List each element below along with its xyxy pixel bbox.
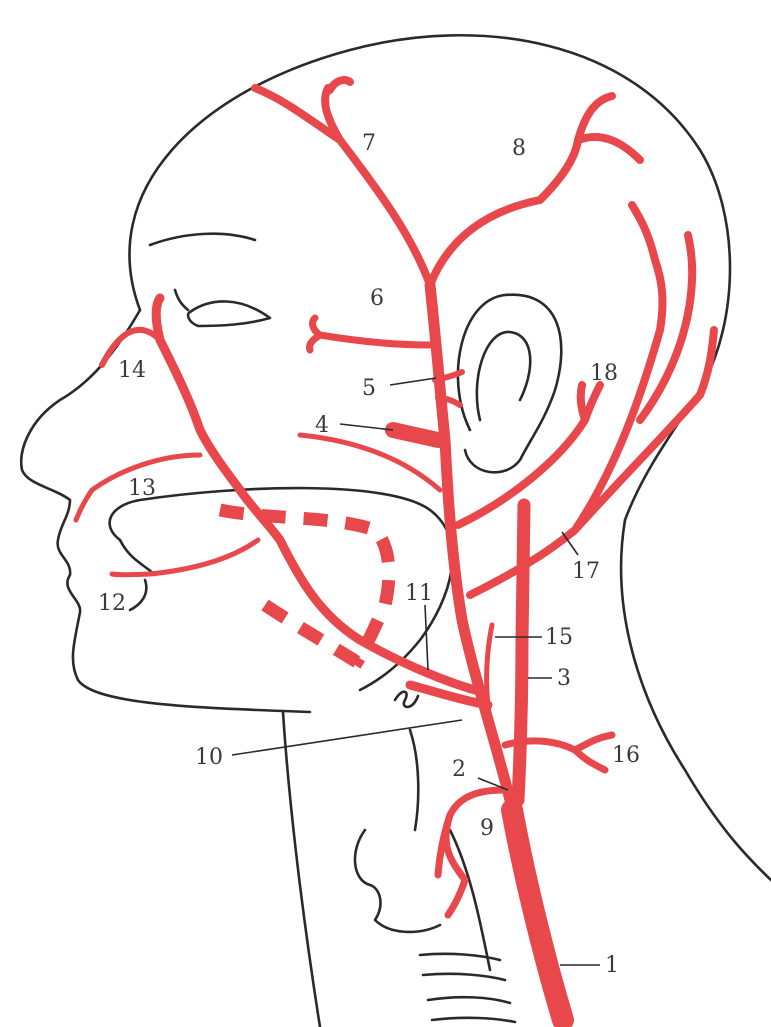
hyoid-bone [395, 692, 418, 707]
label-group-10: 10 [195, 720, 462, 770]
label-group-4: 4 [315, 413, 393, 438]
label-17: 17 [572, 559, 600, 584]
label-4: 4 [315, 413, 329, 438]
label-6: 6 [370, 286, 384, 311]
label-13: 13 [128, 476, 156, 501]
label-7: 7 [362, 131, 376, 156]
label-9: 9 [480, 816, 494, 841]
label-12: 12 [98, 591, 126, 616]
head-outline [21, 35, 771, 1027]
superficial-temporal-artery [255, 80, 430, 285]
label-group-15: 15 [495, 625, 573, 650]
label-group-5: 5 [362, 376, 436, 401]
label-15: 15 [545, 625, 573, 650]
label-10: 10 [195, 745, 223, 770]
label-14: 14 [118, 358, 146, 383]
temporal-parietal-branch [430, 96, 640, 285]
common-carotid-artery [512, 810, 563, 1020]
label-16: 16 [612, 743, 640, 768]
transverse-facial-artery [309, 318, 430, 350]
superior-thyroid-artery [438, 790, 505, 915]
eye [175, 290, 270, 326]
label-18: 18 [590, 361, 618, 386]
eyebrow [150, 234, 255, 245]
leader-11 [425, 605, 428, 670]
maxillary-artery [393, 430, 438, 440]
label-group-17: 17 [562, 532, 600, 584]
leader-4 [340, 424, 393, 430]
label-8: 8 [512, 136, 526, 161]
ear [458, 295, 561, 473]
label-2: 2 [452, 757, 466, 782]
label-3: 3 [557, 666, 571, 691]
label-group-1: 1 [560, 953, 619, 978]
label-5: 5 [362, 376, 376, 401]
label-1: 1 [605, 953, 619, 978]
leader-10 [232, 720, 462, 755]
label-group-3: 3 [528, 666, 571, 691]
label-11: 11 [405, 581, 433, 606]
leader-5 [390, 378, 436, 385]
internal-carotid-artery [518, 505, 524, 800]
